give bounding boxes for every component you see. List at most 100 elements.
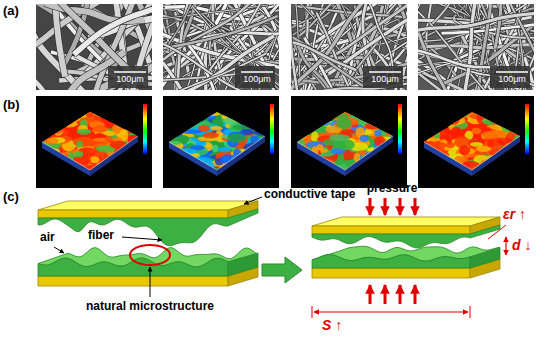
figure-part [130,245,170,265]
figure-part [353,165,366,172]
figure-part [416,164,436,172]
figure-part [168,122,179,130]
figure-part [223,118,237,125]
figure-part [462,4,476,90]
figure-part [467,109,475,116]
figure-part [317,163,330,168]
figure-part [459,108,469,118]
figure-part [163,16,278,53]
figure-part [516,167,523,171]
figure-part [362,157,382,165]
figure-part [418,42,497,67]
figure-part [470,306,471,318]
figure-part [270,104,274,154]
figure-part [202,132,219,138]
figure-part [254,158,267,163]
figure-part [116,117,132,125]
figure-part [257,119,263,125]
figure-part [418,13,534,33]
figure-part [295,164,307,175]
figure-part [231,116,247,120]
figure-part [162,166,177,173]
figure-part [235,66,275,88]
figure-part [398,104,402,154]
figure-part [424,136,520,170]
figure-part [437,115,456,124]
figure-part [435,156,448,160]
figure-part [430,164,444,174]
figure-part [296,148,303,152]
figure-part [73,155,91,166]
sem-image [418,4,534,90]
figure-part [229,111,246,121]
figure-part [364,119,386,129]
figure-part [399,198,402,215]
figure-part [376,156,389,166]
figure-part [90,156,100,163]
figure-part [296,133,306,140]
figure-part [57,164,78,175]
figure-part [168,122,187,133]
figure-part [177,113,187,120]
figure-part [168,129,179,134]
figure-part [427,155,435,166]
figure-part [162,164,182,174]
figure-part [423,110,440,120]
figure-part [52,151,63,160]
figure-part [314,311,468,312]
figure-part [500,113,514,121]
figure-part [167,4,234,51]
scale-bar-label: 100μm [243,75,271,85]
figure-part [106,116,114,121]
figure-part [362,157,368,164]
figure-part [184,162,197,167]
figure-part [171,157,189,163]
figure-part [426,112,439,122]
figure-part [516,159,523,165]
scale-bar-label: 100μm [116,75,144,85]
profile-map [34,96,152,188]
figure-part [251,150,272,160]
figure-part [74,4,152,54]
figure-part [399,285,402,304]
figure-part [38,154,51,164]
figure-part [482,116,497,125]
quantity-label: εr ↑ [503,207,526,222]
figure-part [122,145,141,156]
figure-part [173,116,194,124]
figure-part [102,115,124,119]
figure-part [462,4,476,90]
figure-part [429,155,441,161]
figure-part [363,66,403,88]
figure-part [294,116,312,124]
figure-part [294,150,307,158]
figure-part [175,161,194,173]
figure-part [291,26,402,90]
figure-part [414,198,417,215]
figure-part [374,136,386,146]
figure-part [369,198,372,215]
figure-part [385,132,392,137]
figure-part [74,151,83,157]
figure-part [169,128,178,134]
figure-part [254,130,268,135]
figure-part [93,126,108,133]
figure-part [40,157,52,168]
figure-part [292,165,307,175]
profile-map [289,96,407,188]
figure-part [57,158,71,168]
figure-part [250,136,258,144]
figure-part [251,155,271,164]
figure-part [415,107,529,175]
figure-part [250,115,268,122]
figure-part [426,152,443,159]
figure-part [373,167,392,172]
figure-part [115,156,136,161]
figure-part [291,25,356,70]
figure-part [380,115,389,122]
figure-part [370,150,389,161]
figure-part [418,157,431,166]
figure-part [495,4,506,48]
figure-part [329,134,350,141]
